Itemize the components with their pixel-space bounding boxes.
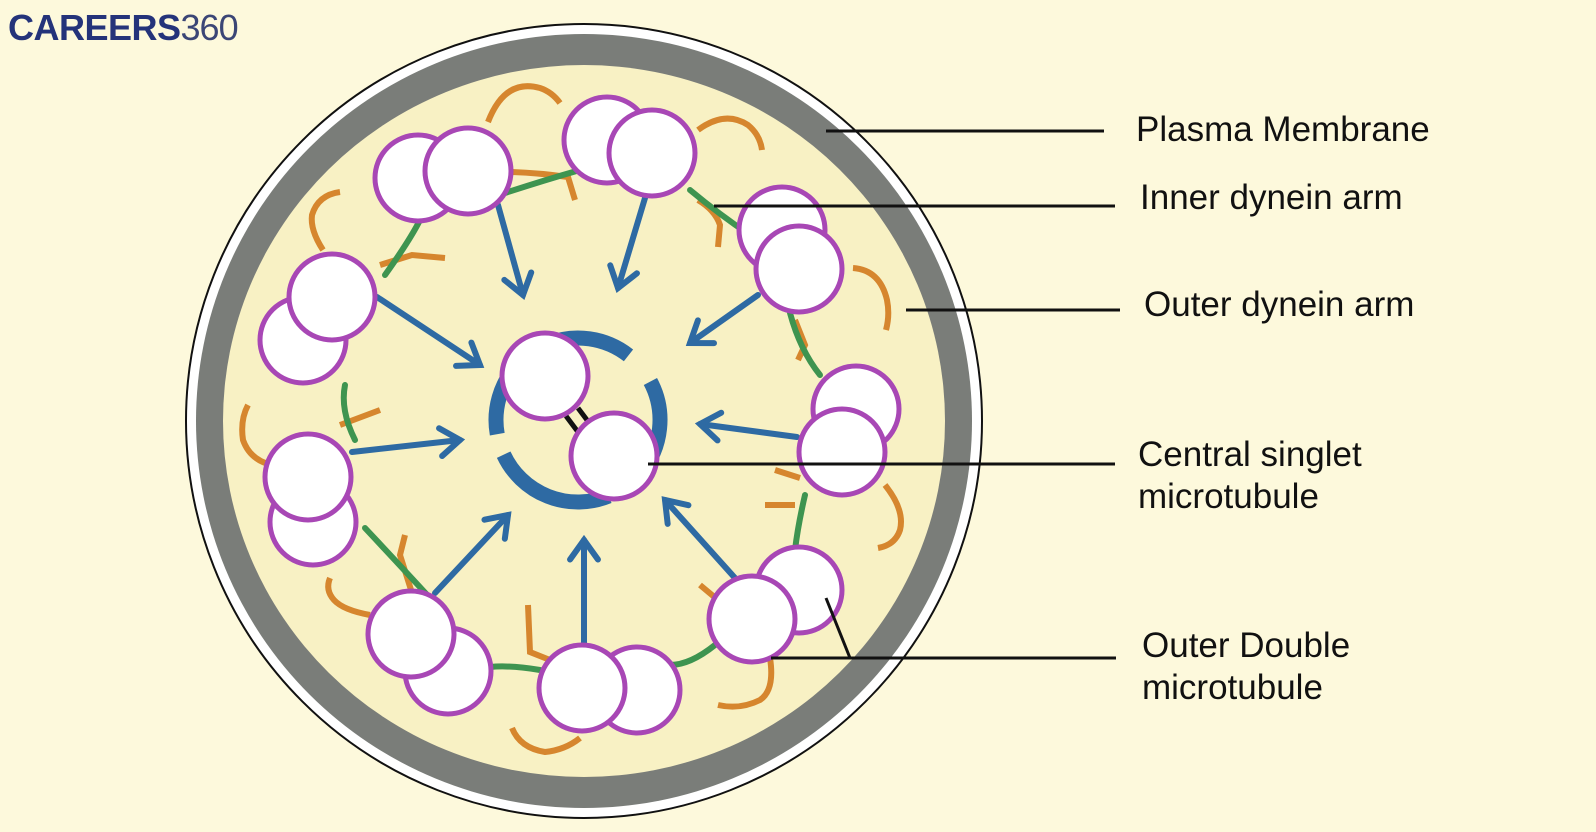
dynein-arm: [877, 483, 904, 551]
radial-spoke: [687, 292, 761, 346]
outer-doublets: [257, 94, 902, 736]
logo-number-text: 360: [180, 7, 239, 48]
radial-spoke: [349, 437, 463, 455]
leader-outer-double-tick: [824, 597, 852, 659]
radial-spoke: [697, 421, 800, 440]
a-tubule: [753, 223, 845, 315]
a-tubule: [286, 251, 378, 343]
label-central-singlet: Central singlet microtubule: [1138, 434, 1362, 518]
spoke-arrowhead: [453, 339, 485, 369]
logo-brand-text: CAREERS: [8, 7, 181, 48]
dynein-arm: [852, 265, 892, 331]
leader-lines: [648, 129, 1120, 660]
central-singlets: [499, 330, 660, 502]
central-sheath-segment: [496, 451, 612, 510]
label-outer-double: Outer Double microtubule: [1142, 625, 1350, 709]
spoke-arrowhead: [685, 317, 717, 347]
radial-spokes: [349, 195, 800, 646]
nexin-link: [502, 167, 583, 196]
nexin-links: [340, 167, 823, 673]
radial-spoke: [615, 195, 648, 291]
label-central-singlet-line2: microtubule: [1138, 477, 1319, 516]
spoke-arrowhead: [694, 409, 725, 444]
label-central-singlet-line1: Central singlet: [1138, 435, 1362, 474]
a-tubule: [536, 642, 628, 734]
radial-spoke: [432, 512, 511, 596]
a-tubule: [365, 588, 457, 680]
nexin-link: [382, 217, 423, 278]
label-outer-dynein-arm: Outer dynein arm: [1144, 285, 1415, 324]
dynein-arm: [325, 576, 371, 618]
spoke-arrowhead: [661, 496, 692, 527]
dynein-arm: [525, 604, 552, 663]
central-singlet-microtubule: [568, 410, 660, 502]
dynein-arm: [485, 83, 563, 124]
dynein-arm: [379, 251, 446, 268]
dynein-arm: [511, 169, 578, 201]
radial-spoke: [374, 294, 483, 368]
a-tubule: [796, 406, 888, 498]
radial-spoke: [495, 202, 526, 298]
dynein-arm: [396, 534, 415, 594]
spoke-arrowhead: [567, 534, 601, 563]
dynein-arm: [696, 115, 765, 151]
nexin-link: [787, 310, 823, 378]
spoke-arrowhead: [481, 511, 512, 542]
dynein-arm: [239, 403, 273, 468]
spoke-arrowhead: [436, 425, 466, 460]
central-bridge-bar: [564, 414, 580, 434]
a-tubule: [262, 431, 354, 523]
nexin-link: [340, 382, 358, 443]
dynein-arm: [717, 657, 775, 710]
label-inner-dynein-arm: Inner dynein arm: [1140, 178, 1403, 217]
a-tubule: [422, 125, 514, 217]
central-singlet-microtubule: [499, 330, 591, 422]
dynein-arms: [239, 83, 904, 756]
spoke-arrowhead: [501, 269, 535, 300]
nexin-link: [487, 663, 543, 673]
dynein-arm: [792, 318, 809, 362]
careers360-logo: CAREERS360: [8, 6, 239, 50]
a-tubule: [606, 107, 698, 199]
radial-spoke: [662, 497, 738, 581]
a-tubule: [706, 573, 798, 665]
dynein-arm: [774, 467, 801, 481]
dynein-arm: [308, 189, 341, 252]
label-plasma-membrane: Plasma Membrane: [1136, 110, 1430, 149]
spoke-arrowhead: [607, 262, 640, 293]
dynein-arm: [509, 726, 582, 756]
label-outer-double-line2: microtubule: [1142, 668, 1323, 707]
label-outer-double-line1: Outer Double: [1142, 626, 1351, 665]
